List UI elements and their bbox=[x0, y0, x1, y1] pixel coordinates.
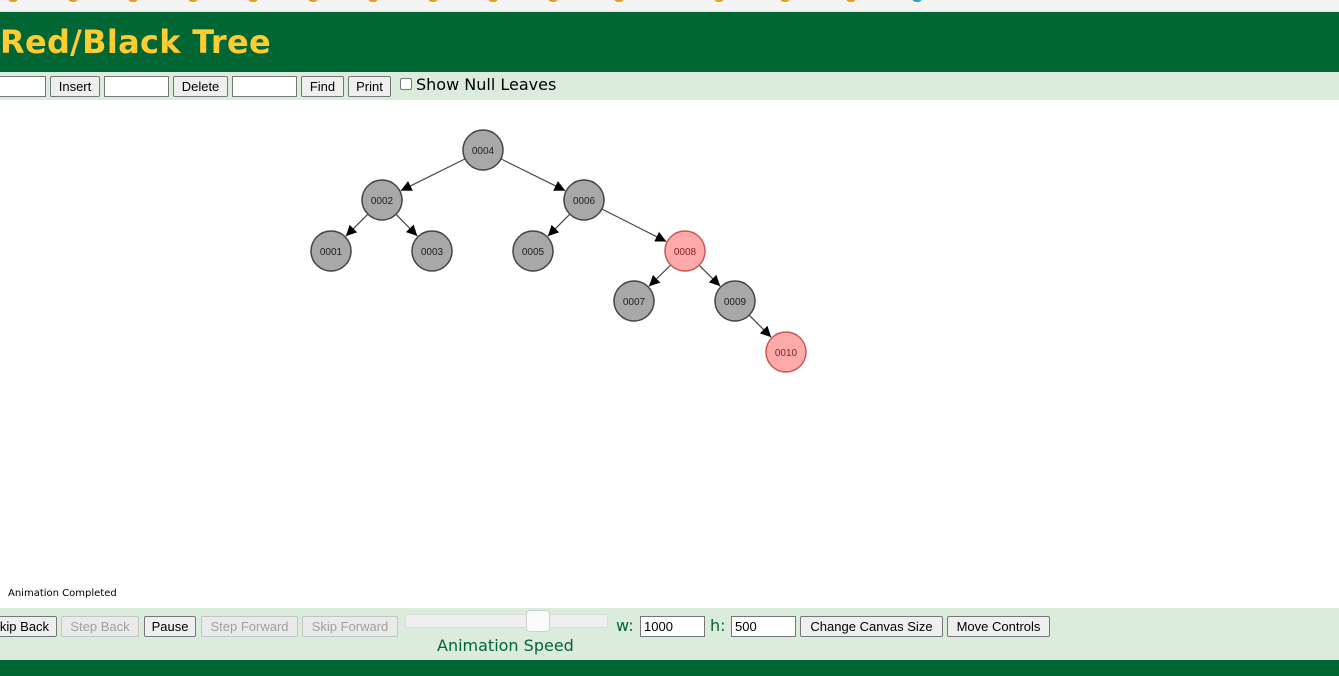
canvas-width-input[interactable] bbox=[640, 616, 705, 637]
tree-edge bbox=[400, 158, 466, 192]
tree-edge bbox=[547, 213, 571, 237]
tree-node-circle bbox=[664, 230, 706, 272]
tree-node-label: 0003 bbox=[421, 247, 444, 258]
canvas-height-label: h: bbox=[710, 616, 726, 635]
tree-node-circle bbox=[714, 280, 756, 322]
tree-node-0002: 0002 bbox=[361, 179, 403, 221]
tree-edges bbox=[345, 158, 772, 338]
move-controls-button[interactable]: Move Controls bbox=[947, 616, 1050, 637]
page-title: Red/Black Tree bbox=[0, 23, 271, 61]
tree-node-label: 0010 bbox=[775, 348, 798, 359]
canvas-width-label: w: bbox=[616, 616, 634, 635]
tree-node-0003: 0003 bbox=[411, 230, 453, 272]
tree-node-0008: 0008 bbox=[664, 230, 706, 272]
tree-node-circle bbox=[462, 129, 504, 171]
change-canvas-size-button[interactable]: Change Canvas Size bbox=[800, 616, 943, 637]
tree-edge bbox=[395, 213, 418, 237]
tree-node-0004: 0004 bbox=[462, 129, 504, 171]
find-input[interactable] bbox=[232, 76, 297, 97]
animation-speed-slider[interactable] bbox=[405, 614, 608, 628]
tree-edge bbox=[345, 213, 369, 237]
tree-node-0009: 0009 bbox=[714, 280, 756, 322]
tree-node-label: 0005 bbox=[522, 247, 545, 258]
tree-node-0001: 0001 bbox=[310, 230, 352, 272]
tree-node-circle bbox=[310, 230, 352, 272]
tree-node-label: 0002 bbox=[371, 196, 394, 207]
tree-node-0007: 0007 bbox=[613, 280, 655, 322]
skip-forward-button[interactable]: Skip Forward bbox=[302, 616, 398, 637]
tree-edge bbox=[698, 264, 721, 287]
tree-edge bbox=[601, 208, 667, 243]
algorithm-toolbar: Insert Delete Find Print bbox=[0, 72, 1339, 100]
tree-node-label: 0001 bbox=[320, 247, 343, 258]
canvas-height-input[interactable] bbox=[731, 616, 796, 637]
animation-speed-slider-thumb[interactable] bbox=[526, 610, 551, 632]
step-back-button[interactable]: Step Back bbox=[61, 616, 139, 637]
tree-node-circle bbox=[512, 230, 554, 272]
tree-canvas: 0004 0002 0006 0001 0003 0005 0008 0007 0009 0010 bbox=[310, 129, 807, 373]
page-header: Red/Black Tree bbox=[0, 12, 1339, 72]
tree-node-label: 0007 bbox=[623, 297, 646, 308]
tree-node-0010: 0010 bbox=[765, 331, 807, 373]
find-button[interactable]: Find bbox=[301, 76, 344, 97]
tree-edge bbox=[748, 314, 772, 338]
browser-bookmark-strip bbox=[0, 0, 1339, 12]
print-button[interactable]: Print bbox=[348, 76, 391, 97]
delete-input[interactable] bbox=[104, 76, 169, 97]
animation-status: Animation Completed bbox=[8, 588, 117, 599]
tree-edge bbox=[648, 264, 672, 287]
insert-button[interactable]: Insert bbox=[50, 76, 100, 97]
insert-input[interactable] bbox=[0, 76, 46, 97]
page-footer bbox=[0, 660, 1339, 676]
animation-speed-label: Animation Speed bbox=[437, 636, 574, 655]
tree-node-label: 0009 bbox=[724, 297, 747, 308]
tree-node-circle bbox=[563, 179, 605, 221]
step-forward-button[interactable]: Step Forward bbox=[201, 616, 298, 637]
tree-edge bbox=[500, 158, 566, 192]
tree-node-0005: 0005 bbox=[512, 230, 554, 272]
tree-node-label: 0004 bbox=[472, 146, 495, 157]
delete-button[interactable]: Delete bbox=[173, 76, 228, 97]
tree-node-circle bbox=[765, 331, 807, 373]
tree-node-0006: 0006 bbox=[563, 179, 605, 221]
pause-button[interactable]: Pause bbox=[144, 616, 196, 637]
skip-back-button[interactable]: kip Back bbox=[0, 616, 57, 637]
show-null-leaves-checkbox[interactable] bbox=[400, 78, 412, 90]
show-null-leaves-label: Show Null Leaves bbox=[416, 75, 557, 94]
animation-control-bar: kip Back Step Back Pause Step Forward Sk… bbox=[0, 608, 1339, 660]
tree-node-label: 0006 bbox=[573, 196, 596, 207]
tree-node-circle bbox=[613, 280, 655, 322]
tree-node-label: 0008 bbox=[674, 247, 697, 258]
tree-nodes: 0004 0002 0006 0001 0003 0005 0008 0007 0009 0010 bbox=[310, 129, 807, 373]
tree-node-circle bbox=[361, 179, 403, 221]
tree-node-circle bbox=[411, 230, 453, 272]
